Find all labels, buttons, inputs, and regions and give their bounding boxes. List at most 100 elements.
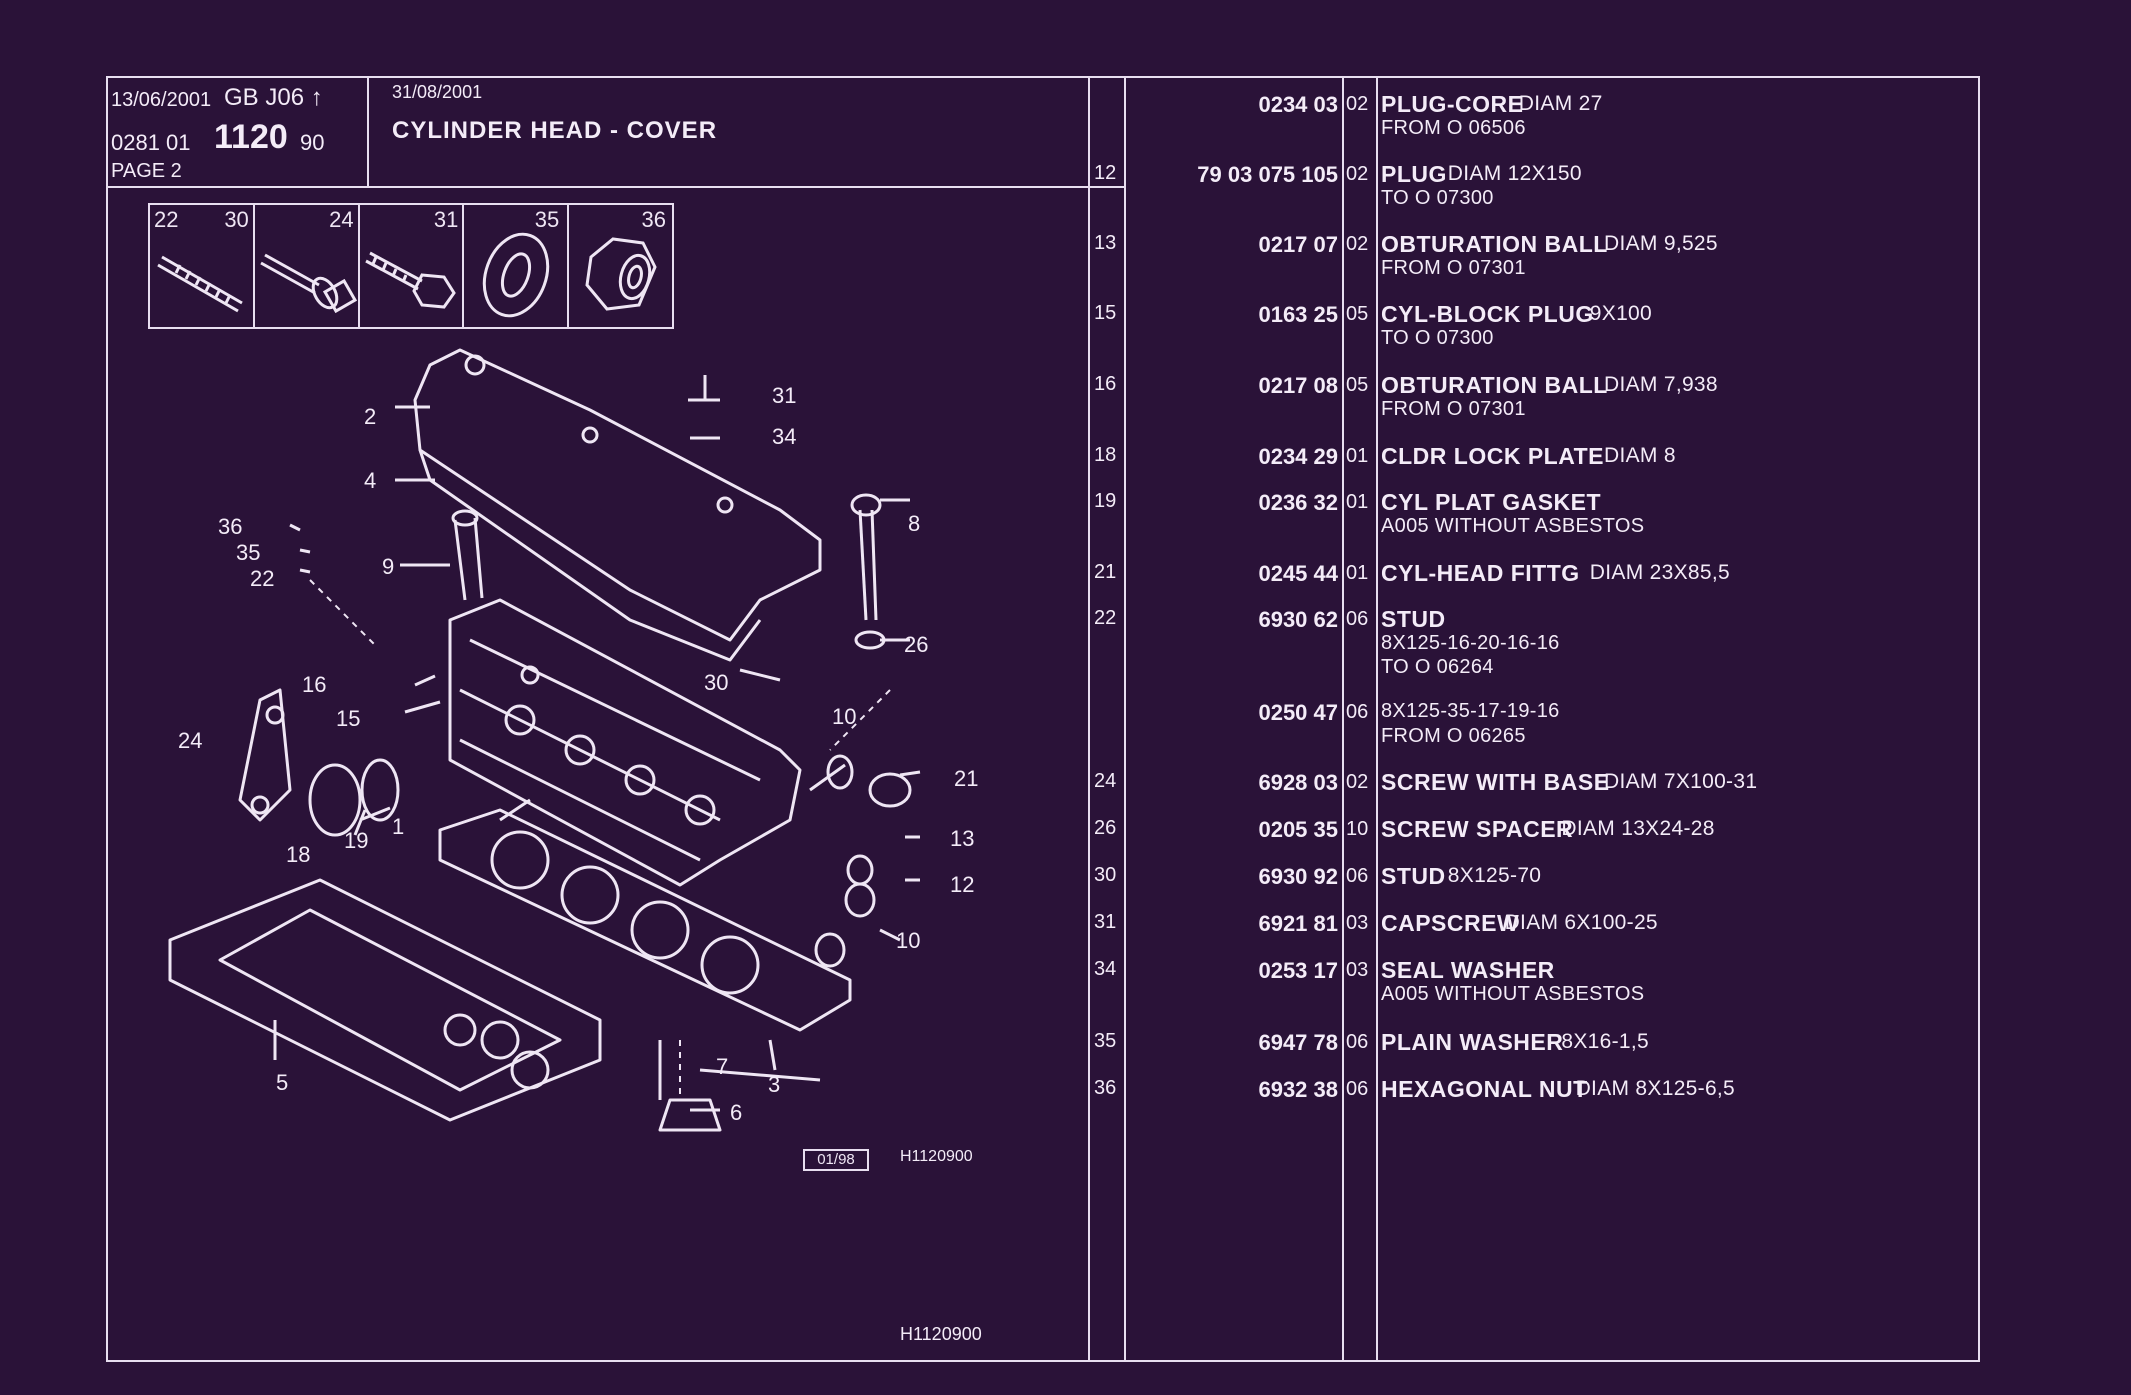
part-number: 6930 92 [1258,864,1338,889]
part-spec: DIAM 27 [1518,92,1603,115]
part-spec: DIAM 23X85,5 [1589,561,1730,584]
part-quantity: 02 [1346,163,1369,185]
part-number: 6930 62 [1258,607,1338,632]
part-note: FROM O 07301 [1381,257,1526,279]
part-number: 0236 32 [1258,490,1338,515]
part-spec: 9X100 [1589,302,1653,325]
callout: 31 [772,383,797,408]
parts-ref-number: 12 [1094,162,1117,184]
callout: 18 [286,842,311,867]
part-number: 0234 03 [1258,92,1338,117]
part-quantity: 06 [1346,608,1369,630]
revision-stamp: 01/98 [803,1149,869,1171]
header-divider [106,186,1090,188]
header-divider [367,78,369,186]
capscrew-icon [364,251,456,309]
parts-ref-number: 35 [1094,1030,1117,1052]
part-note: 8X125-16-20-16-16 [1381,632,1560,654]
part-number: 0217 08 [1258,373,1338,398]
flange-screw-icon [260,253,357,314]
callout: 24 [178,728,203,753]
part-quantity: 03 [1346,912,1369,934]
page-title: CYLINDER HEAD - COVER [392,117,718,144]
callout: 3 [768,1072,781,1097]
callout: 2 [364,404,377,429]
part-name: OBTURATION BALL [1381,372,1608,398]
part-spec: DIAM 9,525 [1604,232,1718,255]
callout: 1 [392,814,405,839]
callout: 6 [730,1100,743,1125]
part-note: A005 WITHOUT ASBESTOS [1381,983,1645,1005]
part-note: FROM O 07301 [1381,398,1526,420]
part-quantity: 02 [1346,233,1369,255]
parts-ref-number: 18 [1094,444,1117,466]
footer-code: H1120900 [900,1324,982,1344]
part-name: STUD [1381,606,1446,632]
header-ref-suffix: 90 [300,130,325,155]
thumbnail-stud: 22 30 [150,205,255,327]
part-number: 6921 81 [1258,911,1338,936]
lock-plate [238,688,292,822]
part-spec: DIAM 7X100-31 [1604,770,1758,793]
part-number: 0245 44 [1258,561,1338,586]
part-spec: 8X16-1,5 [1561,1030,1650,1053]
part-name: CYL-BLOCK PLUG [1381,301,1594,327]
part-note: TO O 06264 [1381,656,1494,678]
thumbnail-capscrew: 31 [360,205,465,327]
stud-icon [157,255,243,313]
parts-ref-number: 19 [1094,490,1117,512]
parts-ref-number: 34 [1094,958,1117,980]
part-name: PLUG [1381,161,1447,187]
part-number: 0163 25 [1258,302,1338,327]
part-note: A005 WITHOUT ASBESTOS [1381,515,1645,537]
callout: 10 [896,928,921,953]
callout: 26 [904,632,929,657]
column-divider [1342,78,1344,1360]
header-gb-code: GB J06 ↑ [224,84,323,111]
callout: 8 [908,511,921,536]
part-name: CLDR LOCK PLATE [1381,443,1605,469]
part-number: 0250 47 [1258,700,1338,725]
part-note: FROM O 06506 [1381,117,1526,139]
header-date-right: 31/08/2001 [392,82,483,102]
part-quantity: 05 [1346,374,1369,396]
column-divider [1376,78,1378,1360]
part-quantity: 02 [1346,93,1369,115]
part-spec: DIAM 12X150 [1447,162,1582,185]
thumbnail-nut: 36 [569,205,672,327]
part-name: OBTURATION BALL [1381,231,1608,257]
plug-cap [658,1098,722,1132]
part-name: CYL PLAT GASKET [1381,489,1602,515]
part-quantity: 01 [1346,491,1369,513]
callout: 13 [950,826,975,851]
part-quantity: 01 [1346,562,1369,584]
callout: 36 [218,514,243,539]
part-spec: DIAM 6X100-25 [1504,911,1658,934]
callout: 16 [302,672,327,697]
catalog-frame [106,76,1980,1362]
callout: 30 [704,670,729,695]
callout: 34 [772,424,797,449]
part-note: FROM O 06265 [1381,725,1526,747]
part-quantity: 06 [1346,1078,1369,1100]
part-quantity: 06 [1346,865,1369,887]
part-spec: DIAM 7,938 [1604,373,1718,396]
valve-cover [413,348,822,642]
part-number: 0205 35 [1258,817,1338,842]
part-spec: DIAM 13X24-28 [1561,817,1715,840]
fastener-thumbnails: 22 30 24 31 [148,203,674,329]
part-quantity: 06 [1346,1031,1369,1053]
part-quantity: 05 [1346,303,1369,325]
part-name: CYL-HEAD FITTG [1381,560,1580,586]
part-name: SCREW SPACER [1381,816,1574,842]
cylinder-head [448,598,802,887]
part-number: 0234 29 [1258,444,1338,469]
callout: 5 [276,1070,289,1095]
washer-icon [483,232,550,318]
callout: 19 [344,828,369,853]
part-quantity: 01 [1346,445,1369,467]
gasket-set [168,878,602,1122]
part-quantity: 02 [1346,771,1369,793]
callout: 35 [236,540,261,565]
part-quantity: 03 [1346,959,1369,981]
